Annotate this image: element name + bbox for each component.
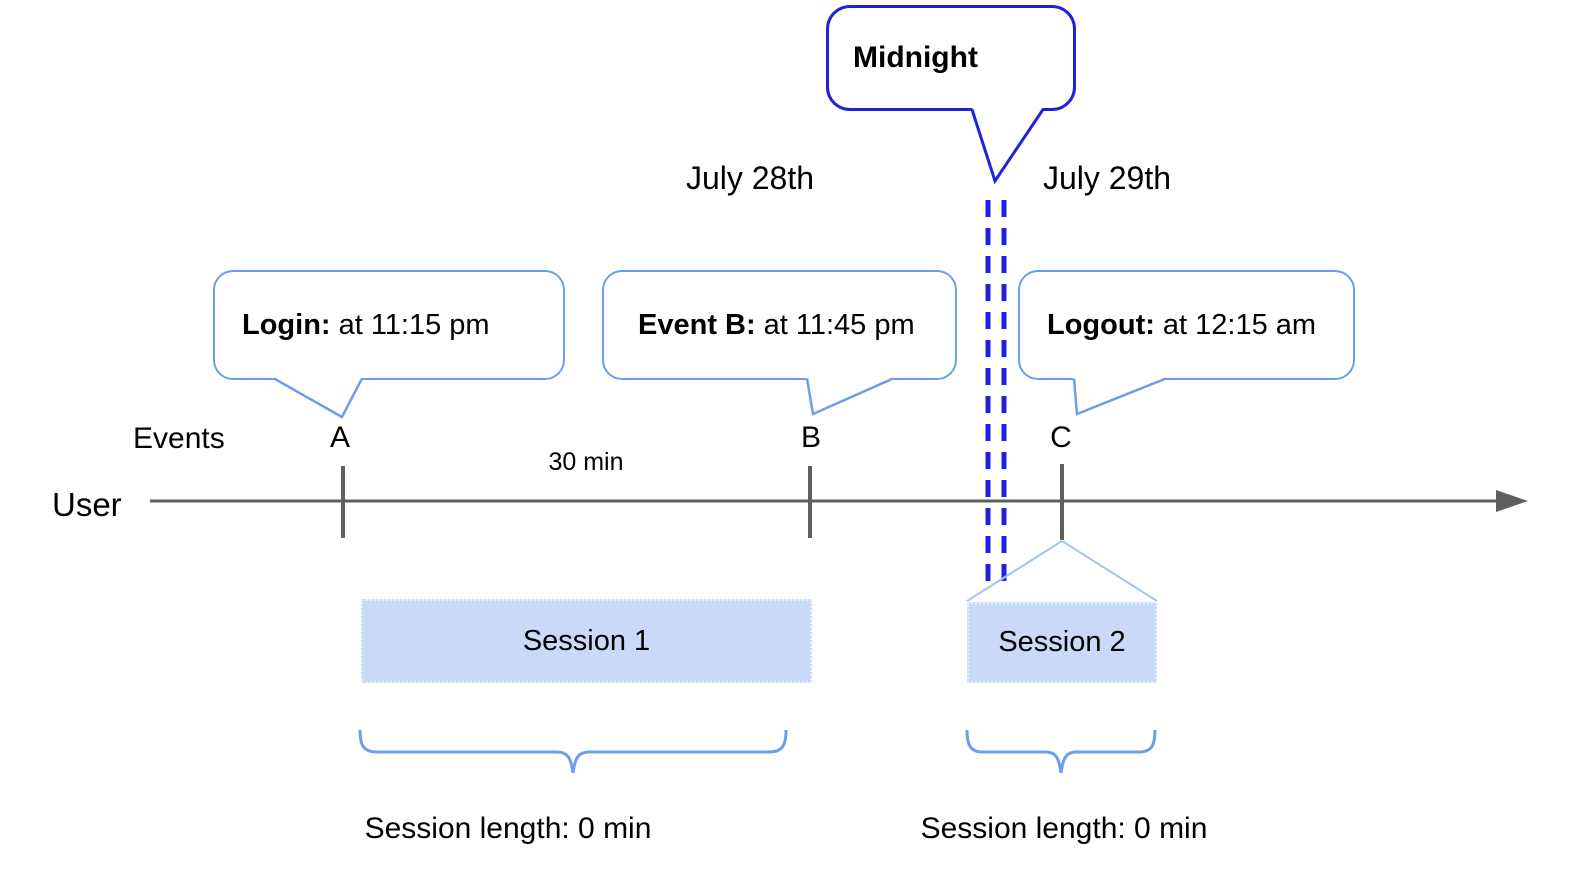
- event-marker-b: B: [800, 421, 822, 454]
- logout-callout: Logout: at 12:15 am: [1018, 270, 1355, 380]
- event-marker-c: C: [1050, 421, 1072, 454]
- session-2-box: Session 2: [967, 602, 1157, 683]
- events-axis-label: Events: [133, 422, 225, 455]
- logout-callout-title: Logout:: [1047, 308, 1155, 341]
- login-callout-title: Login:: [242, 308, 331, 341]
- event-b-callout-detail: at 11:45 pm: [763, 308, 915, 341]
- event-b-callout: Event B: at 11:45 pm: [602, 270, 957, 380]
- event-marker-a: A: [329, 421, 351, 454]
- session-2-length-label: Session length: 0 min: [920, 812, 1208, 845]
- session-1-brace: [358, 729, 788, 774]
- interval-label: 30 min: [548, 448, 624, 476]
- session-2-brace: [965, 729, 1157, 774]
- midnight-callout-tail: [970, 107, 1045, 185]
- session-1-length-label: Session length: 0 min: [364, 812, 652, 845]
- midnight-callout: Midnight: [826, 5, 1076, 111]
- login-callout-detail: at 11:15 pm: [338, 308, 490, 341]
- logout-callout-detail: at 12:15 am: [1162, 308, 1317, 341]
- session-2-connector: [966, 540, 1158, 602]
- midnight-dashed-lines: [985, 200, 1007, 583]
- user-axis-label: User: [52, 486, 122, 523]
- session-2-label: Session 2: [998, 626, 1126, 658]
- session-1-box: Session 1: [361, 599, 812, 683]
- timeline-arrow: [150, 490, 1528, 512]
- login-callout: Login: at 11:15 pm: [213, 270, 565, 380]
- midnight-label: Midnight: [853, 41, 978, 74]
- login-callout-tail: [273, 376, 364, 419]
- session-1-label: Session 1: [522, 624, 651, 657]
- event-b-callout-title: Event B:: [638, 308, 756, 341]
- event-b-callout-tail: [805, 376, 895, 416]
- date-label-july-29: July 29th: [1042, 160, 1172, 196]
- date-label-july-28: July 28th: [685, 160, 815, 196]
- logout-callout-tail: [1072, 376, 1168, 416]
